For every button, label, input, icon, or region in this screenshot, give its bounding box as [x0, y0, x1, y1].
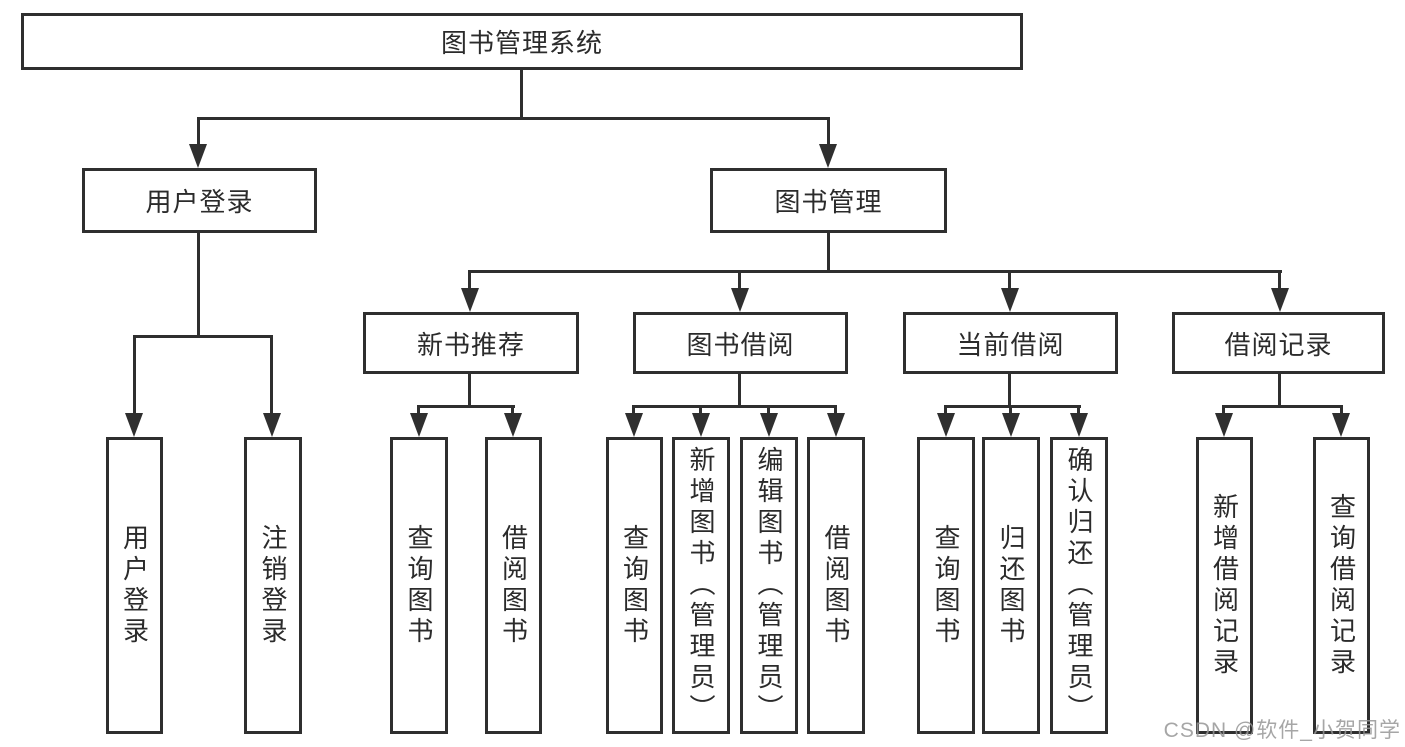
arrowhead-down-icon [504, 413, 522, 437]
arrowhead-down-icon [760, 413, 778, 437]
connector-drop-leaf [133, 335, 136, 415]
node-label: 新书推荐 [416, 329, 525, 360]
arrowhead-down-icon [731, 288, 749, 312]
node-user-login: 用户登录 [82, 168, 317, 233]
arrowhead-down-icon [125, 413, 143, 437]
connector-drop-new-book [468, 270, 471, 291]
node-book-borrow: 图书借阅 [633, 312, 848, 374]
arrowhead-down-icon [1002, 413, 1020, 437]
node-new-book-recommend: 新书推荐 [363, 312, 579, 374]
connector-drop-leaf [834, 405, 837, 415]
connector-level3-bus [468, 270, 1282, 273]
node-current-borrow: 当前借阅 [903, 312, 1118, 374]
node-label: 借阅记录 [1224, 329, 1333, 360]
arrowhead-down-icon [410, 413, 428, 437]
leaf-label: 查询借阅记录 [1326, 492, 1357, 679]
node-book-management: 图书管理 [710, 168, 947, 233]
connector-drop-leaf [1222, 405, 1225, 415]
node-root-library-system: 图书管理系统 [21, 13, 1023, 70]
node-label: 当前借阅 [956, 329, 1065, 360]
connector-drop-borrow-records [1278, 270, 1281, 291]
connector-drop-current-borrow [1008, 270, 1011, 291]
connector-user-login-stem [197, 233, 200, 338]
connector-drop-leaf [767, 405, 770, 415]
node-label: 用户登录 [145, 187, 254, 217]
leaf-label: 新增图书（管理员） [686, 446, 716, 725]
leaf-label: 查询图书 [404, 523, 434, 648]
connector-book-borrow-bus [632, 405, 837, 408]
connector-current-borrow-bus [944, 405, 1081, 408]
connector-borrow-records-bus [1222, 405, 1343, 408]
leaf-label: 用户登录 [119, 523, 150, 648]
node-label: 图书借阅 [686, 329, 795, 360]
arrowhead-down-icon [461, 288, 479, 312]
leaf-borrow-books: 借阅图书 [485, 437, 542, 734]
connector-current-borrow-stem [1008, 374, 1011, 408]
connector-user-login-bus [133, 335, 273, 338]
node-label: 图书管理系统 [440, 28, 603, 58]
connector-drop-leaf [270, 335, 273, 415]
arrowhead-down-icon [189, 144, 207, 168]
node-borrow-records: 借阅记录 [1172, 312, 1385, 374]
connector-drop-user-login [197, 117, 200, 147]
connector-book-borrow-stem [738, 374, 741, 408]
arrowhead-down-icon [692, 413, 710, 437]
leaf-user-login: 用户登录 [106, 437, 163, 734]
leaf-borrow-books: 借阅图书 [807, 437, 865, 734]
leaf-query-books: 查询图书 [606, 437, 663, 734]
leaf-query-books: 查询图书 [917, 437, 975, 734]
csdn-watermark: CSDN @软件_小贺同学 [1163, 719, 1401, 742]
connector-drop-leaf [944, 405, 947, 415]
connector-drop-leaf [511, 405, 514, 415]
arrowhead-down-icon [819, 144, 837, 168]
arrowhead-down-icon [1001, 288, 1019, 312]
leaf-label: 借阅图书 [498, 523, 529, 648]
arrowhead-down-icon [937, 413, 955, 437]
connector-drop-leaf [699, 405, 702, 415]
arrowhead-down-icon [1215, 413, 1233, 437]
connector-level2-bus [197, 117, 830, 120]
leaf-add-borrow-record: 新增借阅记录 [1196, 437, 1253, 734]
leaf-return-books: 归还图书 [982, 437, 1040, 734]
arrowhead-down-icon [263, 413, 281, 437]
connector-book-mgmt-stem [827, 233, 830, 273]
connector-borrow-records-stem [1278, 374, 1281, 408]
connector-drop-book-mgmt [827, 117, 830, 147]
arrowhead-down-icon [827, 413, 845, 437]
leaf-logout: 注销登录 [244, 437, 302, 734]
leaf-query-books: 查询图书 [390, 437, 448, 734]
leaf-query-borrow-record: 查询借阅记录 [1313, 437, 1370, 734]
connector-drop-leaf [417, 405, 420, 415]
leaf-label: 新增借阅记录 [1209, 492, 1240, 679]
leaf-confirm-return-admin: 确认归还（管理员） [1050, 437, 1108, 734]
connector-new-book-stem [468, 374, 471, 408]
leaf-label: 编辑图书（管理员） [754, 446, 784, 725]
leaf-label: 查询图书 [931, 523, 961, 648]
connector-drop-leaf [1077, 405, 1080, 415]
arrowhead-down-icon [1271, 288, 1289, 312]
leaf-label: 借阅图书 [821, 523, 851, 648]
connector-root-stem [520, 70, 523, 120]
arrowhead-down-icon [1332, 413, 1350, 437]
connector-drop-leaf [632, 405, 635, 415]
leaf-edit-books-admin: 编辑图书（管理员） [740, 437, 798, 734]
connector-new-book-bus [417, 405, 515, 408]
arrowhead-down-icon [1070, 413, 1088, 437]
connector-drop-leaf [1340, 405, 1343, 415]
arrowhead-down-icon [625, 413, 643, 437]
leaf-add-books-admin: 新增图书（管理员） [672, 437, 730, 734]
leaf-label: 确认归还（管理员） [1064, 446, 1094, 725]
connector-drop-leaf [1009, 405, 1012, 415]
leaf-label: 注销登录 [258, 523, 288, 648]
connector-drop-book-borrow [738, 270, 741, 291]
leaf-label: 查询图书 [619, 523, 650, 648]
leaf-label: 归还图书 [996, 523, 1026, 648]
node-label: 图书管理 [774, 187, 883, 217]
